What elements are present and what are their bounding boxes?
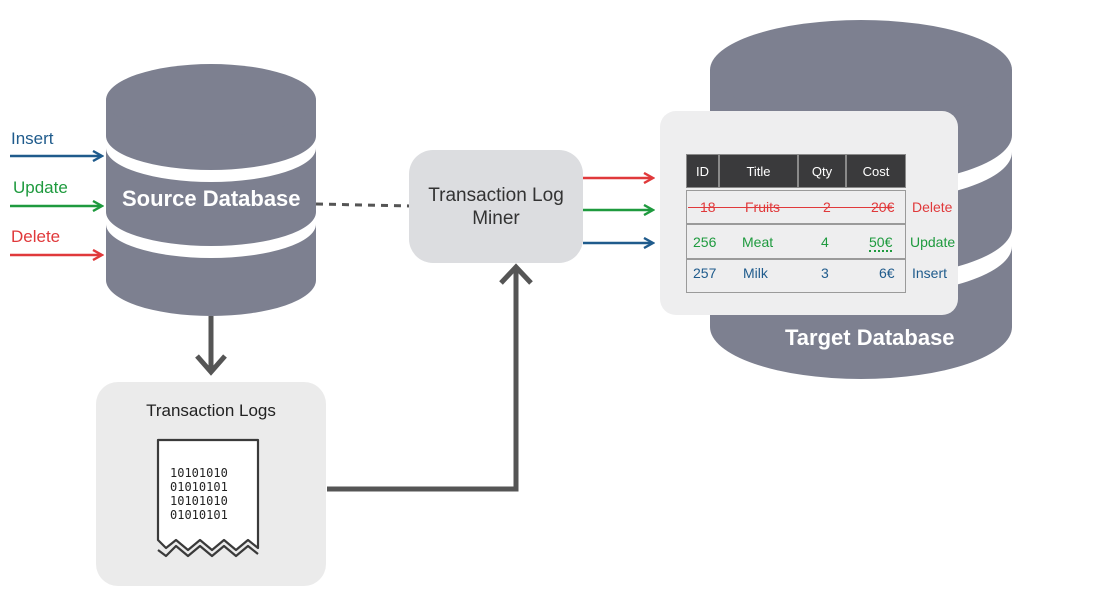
table-row xyxy=(686,259,906,293)
transaction-log-miner: Transaction Log Miner xyxy=(409,150,583,263)
miner-label-line1: Transaction Log xyxy=(428,184,564,206)
bits-line: 01010101 xyxy=(170,508,228,522)
source-database-label: Source Database xyxy=(122,186,301,211)
row-update-title: Meat xyxy=(742,234,774,250)
transaction-logs-title: Transaction Logs xyxy=(146,401,276,420)
binary-bits: 10101010 01010101 10101010 01010101 xyxy=(170,466,228,522)
miner-label-line2: Miner xyxy=(472,207,520,229)
update-label: Update xyxy=(13,178,68,197)
header-cost: Cost xyxy=(846,154,906,188)
header-qty: Qty xyxy=(798,154,846,188)
table-row xyxy=(686,190,906,224)
row-insert-id: 257 xyxy=(693,265,717,281)
row-update-id: 256 xyxy=(693,234,717,250)
dashed-connector xyxy=(315,202,411,208)
header-id: ID xyxy=(686,154,719,188)
elbow-arrow xyxy=(327,263,533,492)
delete-label: Delete xyxy=(11,227,61,246)
down-arrow xyxy=(195,316,227,376)
target-database-label: Target Database xyxy=(785,325,955,350)
row-update-cost: 50€ xyxy=(869,234,893,252)
source-database-cylinder xyxy=(106,64,316,316)
row-update-op: Update xyxy=(910,234,956,250)
transaction-logs-panel: Transaction Logs 10101010 01010101 10101… xyxy=(96,382,326,586)
row-insert-qty: 3 xyxy=(821,265,829,281)
receipt-icon xyxy=(156,438,260,558)
row-update-qty: 4 xyxy=(821,234,829,250)
strikethrough-line xyxy=(688,207,894,208)
table-panel xyxy=(660,111,958,315)
row-insert-op: Insert xyxy=(912,265,948,281)
table-row xyxy=(686,224,906,259)
row-insert-title: Milk xyxy=(743,265,768,281)
row-delete-op: Delete xyxy=(912,199,953,215)
bits-line: 01010101 xyxy=(170,480,228,494)
header-title: Title xyxy=(719,154,798,188)
bits-line: 10101010 xyxy=(170,466,228,480)
bits-line: 10101010 xyxy=(170,494,228,508)
insert-label: Insert xyxy=(11,129,54,148)
row-insert-cost: 6€ xyxy=(879,265,895,281)
